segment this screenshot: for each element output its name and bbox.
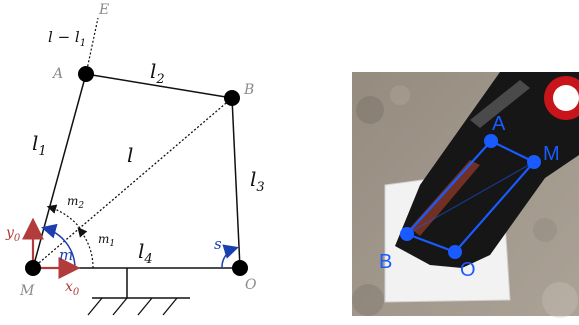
overlay-label-O: O — [460, 259, 476, 281]
label-x0: x0 — [65, 279, 80, 298]
link-l1 — [32, 73, 87, 269]
joint-A — [78, 66, 94, 82]
label-l-minus-l1: l − l1 — [48, 28, 86, 49]
label-l4: l4 — [138, 239, 153, 267]
overlay-label-B: B — [379, 251, 392, 273]
label-M: M — [19, 283, 35, 299]
overlay-label-M: M — [543, 143, 560, 165]
label-l: l — [127, 143, 133, 167]
label-l2: l2 — [150, 59, 165, 87]
overlay-point-M — [527, 155, 541, 169]
joint-M — [25, 260, 41, 276]
overlay-point-B — [400, 227, 414, 241]
robot-photo: A M B O — [352, 72, 579, 318]
angle-m1-arc — [77, 227, 94, 269]
overlay-point-A — [484, 134, 498, 148]
robot-red-stripe — [410, 160, 480, 236]
label-m1: m1 — [98, 232, 115, 249]
diagonal-l — [32, 97, 233, 269]
ground-symbol — [87, 268, 190, 316]
linkage-diagram: E A B M O l − l1 l1 l2 l l3 l4 m m1 m2 s… — [5, 2, 265, 316]
joint-B — [224, 90, 240, 106]
label-m: m — [59, 246, 73, 264]
extension-line-AE — [85, 17, 99, 75]
label-A: A — [51, 66, 63, 82]
overlay-label-A: A — [492, 113, 506, 135]
angle-s-arc — [221, 244, 239, 269]
label-l1: l1 — [32, 131, 47, 159]
overlay-point-O — [448, 245, 462, 259]
overlay-diagonal — [406, 161, 535, 235]
link-l3 — [231, 97, 241, 269]
robot-gray-stripe — [470, 80, 530, 128]
link-l2 — [85, 73, 233, 99]
label-E: E — [98, 2, 109, 18]
joint-O — [232, 260, 248, 276]
robot-wheel-hub — [553, 85, 579, 111]
label-O: O — [245, 277, 257, 293]
label-l3: l3 — [250, 167, 265, 195]
label-s: s — [214, 235, 222, 253]
robot-body — [395, 72, 579, 268]
label-y0: y0 — [5, 225, 21, 244]
label-B: B — [243, 82, 254, 98]
label-m2: m2 — [67, 194, 84, 211]
angle-m2-arc — [46, 204, 81, 229]
